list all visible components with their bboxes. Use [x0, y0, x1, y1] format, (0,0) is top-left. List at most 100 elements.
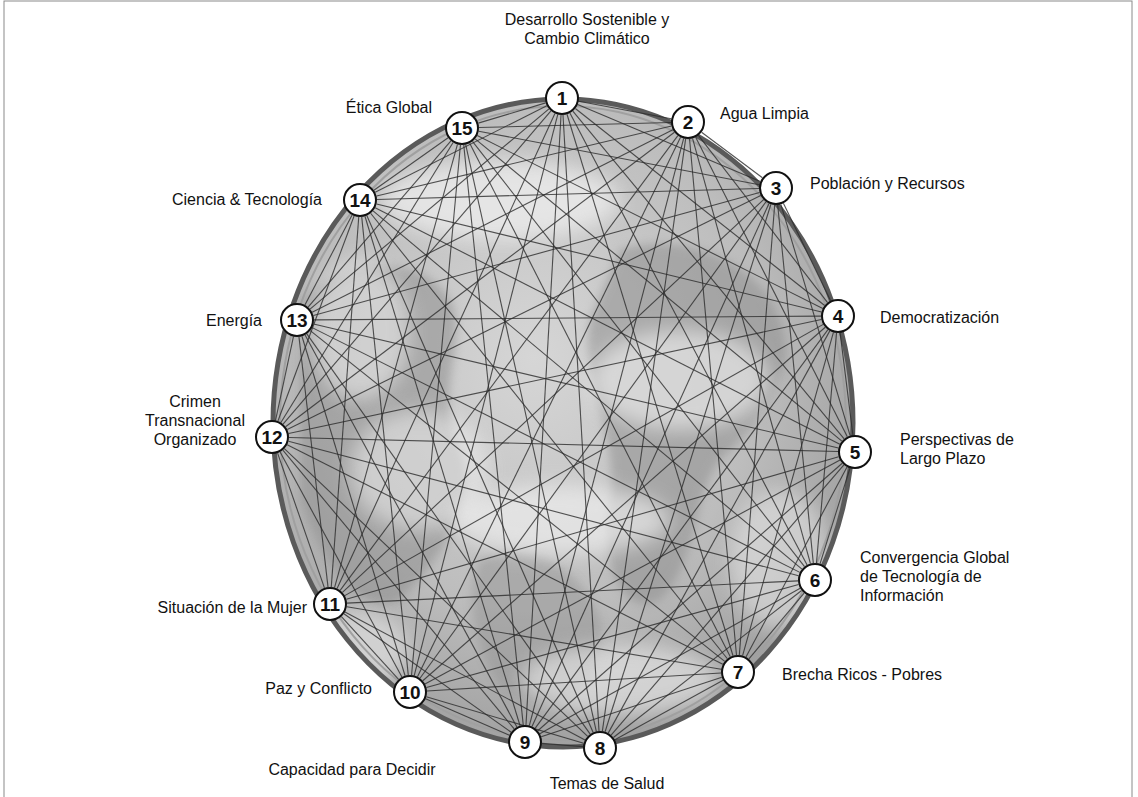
- link-line: [478, 103, 545, 123]
- link-line: [479, 122, 671, 127]
- link-line: [377, 204, 822, 312]
- link-line: [367, 216, 593, 733]
- link-line: [374, 138, 448, 190]
- link-line: [526, 115, 561, 725]
- challenge-label: Brecha Ricos - Pobres: [782, 665, 1002, 684]
- link-line: [466, 145, 597, 732]
- challenge-label: Agua Limpia: [720, 104, 850, 123]
- link-line: [345, 324, 823, 595]
- link-line: [278, 216, 354, 421]
- link-line: [281, 142, 453, 422]
- callout-number: 14: [349, 191, 370, 210]
- challenge-label: Paz y Conflicto: [202, 679, 372, 698]
- callout-number: 13: [286, 311, 307, 330]
- link-line: [615, 680, 723, 740]
- link-line: [426, 699, 510, 735]
- globe-rim: [273, 99, 853, 747]
- challenge-label: Energía: [152, 311, 262, 330]
- link-line: [605, 204, 771, 732]
- link-line: [362, 217, 409, 675]
- callout-number: 9: [520, 733, 531, 752]
- challenge-circle: 12Crimen Transnacional Organizado: [255, 420, 289, 454]
- link-line: [743, 332, 834, 655]
- link-line: [542, 743, 583, 746]
- link-line: [563, 115, 599, 731]
- link-line: [541, 677, 722, 736]
- callout-number: 5: [850, 443, 861, 462]
- link-line: [412, 145, 461, 675]
- link-line: [420, 202, 766, 678]
- link-line: [305, 335, 517, 727]
- link-line: [335, 144, 458, 587]
- challenge-label: Desarrollo Sostenible y Cambio Climático: [482, 10, 692, 48]
- link-line: [464, 145, 524, 725]
- globe-inner-rim: [280, 106, 846, 740]
- challenge-circle: 2Agua Limpia: [671, 105, 705, 139]
- link-line: [377, 126, 672, 196]
- link-line: [342, 200, 763, 593]
- link-line: [840, 333, 853, 435]
- challenge-label: Ética Global: [272, 98, 432, 117]
- link-line: [276, 337, 294, 421]
- challenge-label: Perspectivas de Largo Plazo: [900, 430, 1030, 468]
- callout-number: 3: [771, 179, 782, 198]
- link-line: [340, 136, 678, 591]
- frame: [4, 1, 1132, 797]
- link-line: [310, 109, 549, 309]
- challenge-label: Convergencia Global de Tecnología de Inf…: [860, 548, 1020, 605]
- link-line: [702, 132, 763, 178]
- link-line: [347, 581, 798, 603]
- challenge-circle: 1Desarrollo Sostenible y Cambio Climátic…: [545, 81, 579, 115]
- challenge-circle: 14Ciencia & Tecnología: [343, 183, 377, 217]
- callout-number: 15: [451, 119, 472, 138]
- challenge-label: Democratización: [880, 308, 1050, 327]
- link-line: [377, 188, 759, 199]
- challenge-circle: 8Temas de Salud: [583, 731, 617, 765]
- link-line: [331, 217, 358, 587]
- challenge-circle: 11Situación de la Mujer: [313, 587, 347, 621]
- link-line: [778, 205, 814, 563]
- challenge-circle: 3Población y Recursos: [759, 171, 793, 205]
- callout-number: 11: [320, 595, 340, 614]
- link-line: [579, 101, 672, 119]
- link-line: [314, 316, 821, 320]
- link-line: [278, 453, 325, 588]
- link-line: [816, 333, 836, 563]
- callout-number: 8: [595, 739, 606, 758]
- link-line: [472, 141, 804, 566]
- callout-number: 2: [683, 113, 694, 132]
- challenge-circle: 4Democratización: [821, 299, 855, 333]
- callout-number: 10: [399, 683, 420, 702]
- challenge-label: Situación de la Mujer: [102, 598, 307, 617]
- link-line: [698, 135, 827, 302]
- link-line: [611, 465, 844, 735]
- link-line: [417, 137, 680, 676]
- callout-number: 7: [733, 663, 744, 682]
- link-line: [426, 697, 583, 743]
- link-line: [739, 205, 774, 655]
- challenge-label: Capacidad para Decidir: [252, 760, 452, 779]
- challenge-circle: 10Paz y Conflicto: [393, 675, 427, 709]
- challenge-circle: 13Energía: [280, 303, 314, 337]
- link-line: [347, 607, 721, 669]
- link-line: [283, 111, 551, 424]
- challenge-circle: 9Capacidad para Decidir: [508, 725, 542, 759]
- link-line: [423, 327, 825, 681]
- link-line: [314, 324, 839, 448]
- link-line: [375, 208, 840, 445]
- callout-number: 12: [261, 428, 282, 447]
- globe: [273, 99, 853, 747]
- challenge-circle: 7Brecha Ricos - Pobres: [721, 655, 755, 689]
- link-line: [602, 139, 685, 731]
- link-line: [690, 139, 737, 655]
- link-line: [746, 467, 847, 657]
- callout-number: 4: [833, 307, 844, 326]
- callout-number: 1: [557, 89, 568, 108]
- link-line: [344, 614, 511, 732]
- link-line: [475, 139, 842, 441]
- callout-number: 6: [810, 571, 821, 590]
- challenge-circle: 5Perspectivas de Largo Plazo: [838, 435, 872, 469]
- link-line: [375, 106, 547, 193]
- challenge-label: Crimen Transnacional Organizado: [138, 392, 252, 449]
- link-line: [820, 468, 850, 564]
